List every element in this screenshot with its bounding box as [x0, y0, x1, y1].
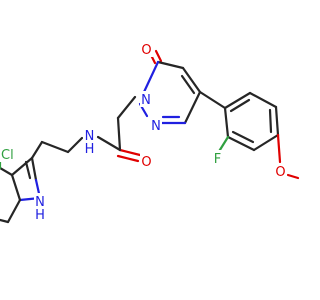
bond-amide-c-n [96, 135, 122, 152]
amide-oxygen-label: O [141, 155, 151, 170]
bond-nh-ch2 [66, 136, 84, 154]
bond-pyridazinone-aryl [198, 90, 227, 110]
methoxy-oxygen-label: O [275, 165, 285, 180]
bond-aryl-3-4 [252, 133, 280, 152]
bond-aryl-methoxy-o [276, 133, 282, 164]
molecule-structure-diagram: O N N O N H F O Cl N H [0, 41, 300, 224]
bond-aryl-2-3 [226, 135, 256, 152]
atom-labels: O N N O N H F O Cl N H [0, 41, 287, 223]
pyridazinone-n1-label: N [141, 93, 151, 108]
bond-network [10, 49, 300, 202]
bond-aryl-6-1 [223, 91, 252, 110]
bond-indole-c3-c2-inner [24, 160, 32, 180]
bond-indole-benz-2 [6, 198, 22, 224]
bond-ring-n1-c1 [142, 60, 160, 94]
bond-methoxy-o-ch3 [286, 173, 300, 180]
bond-aryl-2-3-inner [231, 130, 255, 144]
bond-indole-benz-3 [0, 218, 10, 224]
indole-hydrogen-label: H [35, 208, 45, 223]
bond-ring-c2-c3-inner [180, 74, 196, 95]
bond-indole-c3-c2 [30, 156, 38, 182]
bond-ring-c2-c3 [181, 66, 202, 94]
chlorine-label: Cl [1, 148, 14, 163]
bond-ring-c3-c4 [183, 90, 202, 125]
bond-aryl-6-1-inner [229, 98, 251, 113]
carbonyl-oxygen-label: O [141, 43, 151, 58]
fluorine-label: F [214, 152, 221, 167]
bond-ch2-indole [30, 140, 44, 160]
bond-indole-c7a-c3a [10, 173, 22, 202]
bond-aryl-4-5-inner [268, 108, 273, 134]
bond-ring-c1-c2 [156, 60, 185, 70]
bond-ch2-amide-c [116, 116, 122, 152]
bond-aryl-1-2 [223, 106, 230, 139]
bond-aryl-5-6 [248, 91, 278, 109]
bond-n1-ch2 [116, 95, 137, 120]
bond-carbonyl-double-b [154, 49, 163, 63]
amide-nitrogen-label: N [85, 129, 95, 144]
bond-indole-benz-1 [0, 166, 14, 177]
bond-amide-c-o-b [116, 154, 140, 163]
pyridazinone-n2-label: N [151, 119, 161, 134]
indole-nitrogen-label: N [35, 195, 45, 210]
bond-aryl-4-5 [274, 105, 280, 137]
indole-benzene-fragment [0, 158, 22, 224]
amide-hydrogen-label: H [85, 142, 95, 157]
bond-amide-c-o-a [118, 148, 142, 157]
bond-ch2-ch2 [40, 140, 70, 154]
bond-indole-c3a-c3 [10, 156, 34, 177]
